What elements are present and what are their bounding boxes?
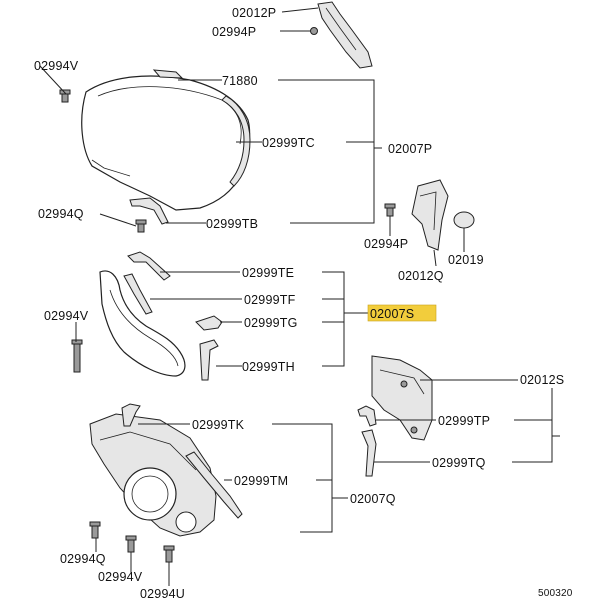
label-02007P: 02007P — [388, 142, 432, 156]
upper-cover-02007P — [81, 75, 251, 211]
inner-cover-group — [71, 251, 223, 381]
label-02999TG: 02999TG — [244, 316, 298, 330]
label-02999TE: 02999TE — [242, 266, 294, 280]
bolt-02994U-bottom — [163, 545, 175, 563]
label-02994V-1: 02994V — [34, 59, 79, 73]
bracket-02012S — [371, 355, 433, 441]
bolt-02994V-top — [59, 89, 71, 103]
gasket-02999TP — [357, 405, 377, 427]
bolt-02994V-mid — [71, 339, 83, 373]
label-02999TC: 02999TC — [262, 136, 315, 150]
gasket-02999TE — [127, 251, 171, 281]
label-02012Q: 02012Q — [398, 269, 444, 283]
label-02999TK: 02999TK — [192, 418, 245, 432]
bolt-02994V-bottom — [125, 535, 137, 553]
bolt-02994Q-top — [135, 219, 147, 233]
label-02999TB: 02999TB — [206, 217, 258, 231]
label-02007S: 02007S — [370, 307, 414, 321]
bolt-02994P-mid — [384, 203, 396, 217]
label-02019: 02019 — [448, 253, 484, 267]
gasket-02999TF — [123, 273, 153, 315]
gasket-02999TG — [195, 315, 223, 331]
seal-71880 — [152, 69, 184, 79]
gasket-02999TB — [129, 197, 169, 225]
gasket-02999TC — [221, 95, 251, 187]
label-02999TF: 02999TF — [244, 293, 296, 307]
gasket-02999TM — [185, 451, 243, 519]
label-02994V-2: 02994V — [44, 309, 89, 323]
label-02994U: 02994U — [140, 587, 185, 600]
label-71880: 71880 — [222, 74, 258, 88]
bracket-02012Q — [411, 179, 449, 251]
label-02994P-mid: 02994P — [364, 237, 408, 251]
bracket-02012Q-group — [384, 179, 475, 251]
part-labels: 02012P 02994P 02994V 71880 02999TC 02007… — [34, 6, 573, 600]
cover-hole-small — [175, 511, 197, 533]
upper-cover-group — [59, 1, 373, 233]
gasket-02999TK — [121, 403, 141, 427]
label-02999TQ: 02999TQ — [432, 456, 486, 470]
bracket-02012S-group — [357, 355, 433, 477]
bolt-02994P-top — [310, 27, 318, 35]
label-02999TH: 02999TH — [242, 360, 295, 374]
reference-number: 500320 — [538, 588, 573, 599]
label-02012P-top: 02012P — [232, 6, 276, 20]
inner-cover-02007S — [99, 270, 186, 377]
cap-02019 — [453, 211, 475, 229]
highlight-box-02007S — [367, 304, 437, 322]
lower-cover-group — [89, 403, 243, 563]
label-02999TP: 02999TP — [438, 414, 490, 428]
gasket-02999TQ — [361, 429, 377, 477]
label-02994V-3: 02994V — [98, 570, 143, 584]
label-02012S: 02012S — [520, 373, 564, 387]
gasket-02999TH — [199, 339, 219, 381]
label-02007Q: 02007Q — [350, 492, 396, 506]
bolt-02994Q-bottom — [89, 521, 101, 539]
label-02999TM: 02999TM — [234, 474, 288, 488]
leader-lines — [39, 7, 560, 586]
label-02994Q-2: 02994Q — [60, 552, 106, 566]
label-02994Q-1: 02994Q — [38, 207, 84, 221]
label-02994P-top: 02994P — [212, 25, 256, 39]
